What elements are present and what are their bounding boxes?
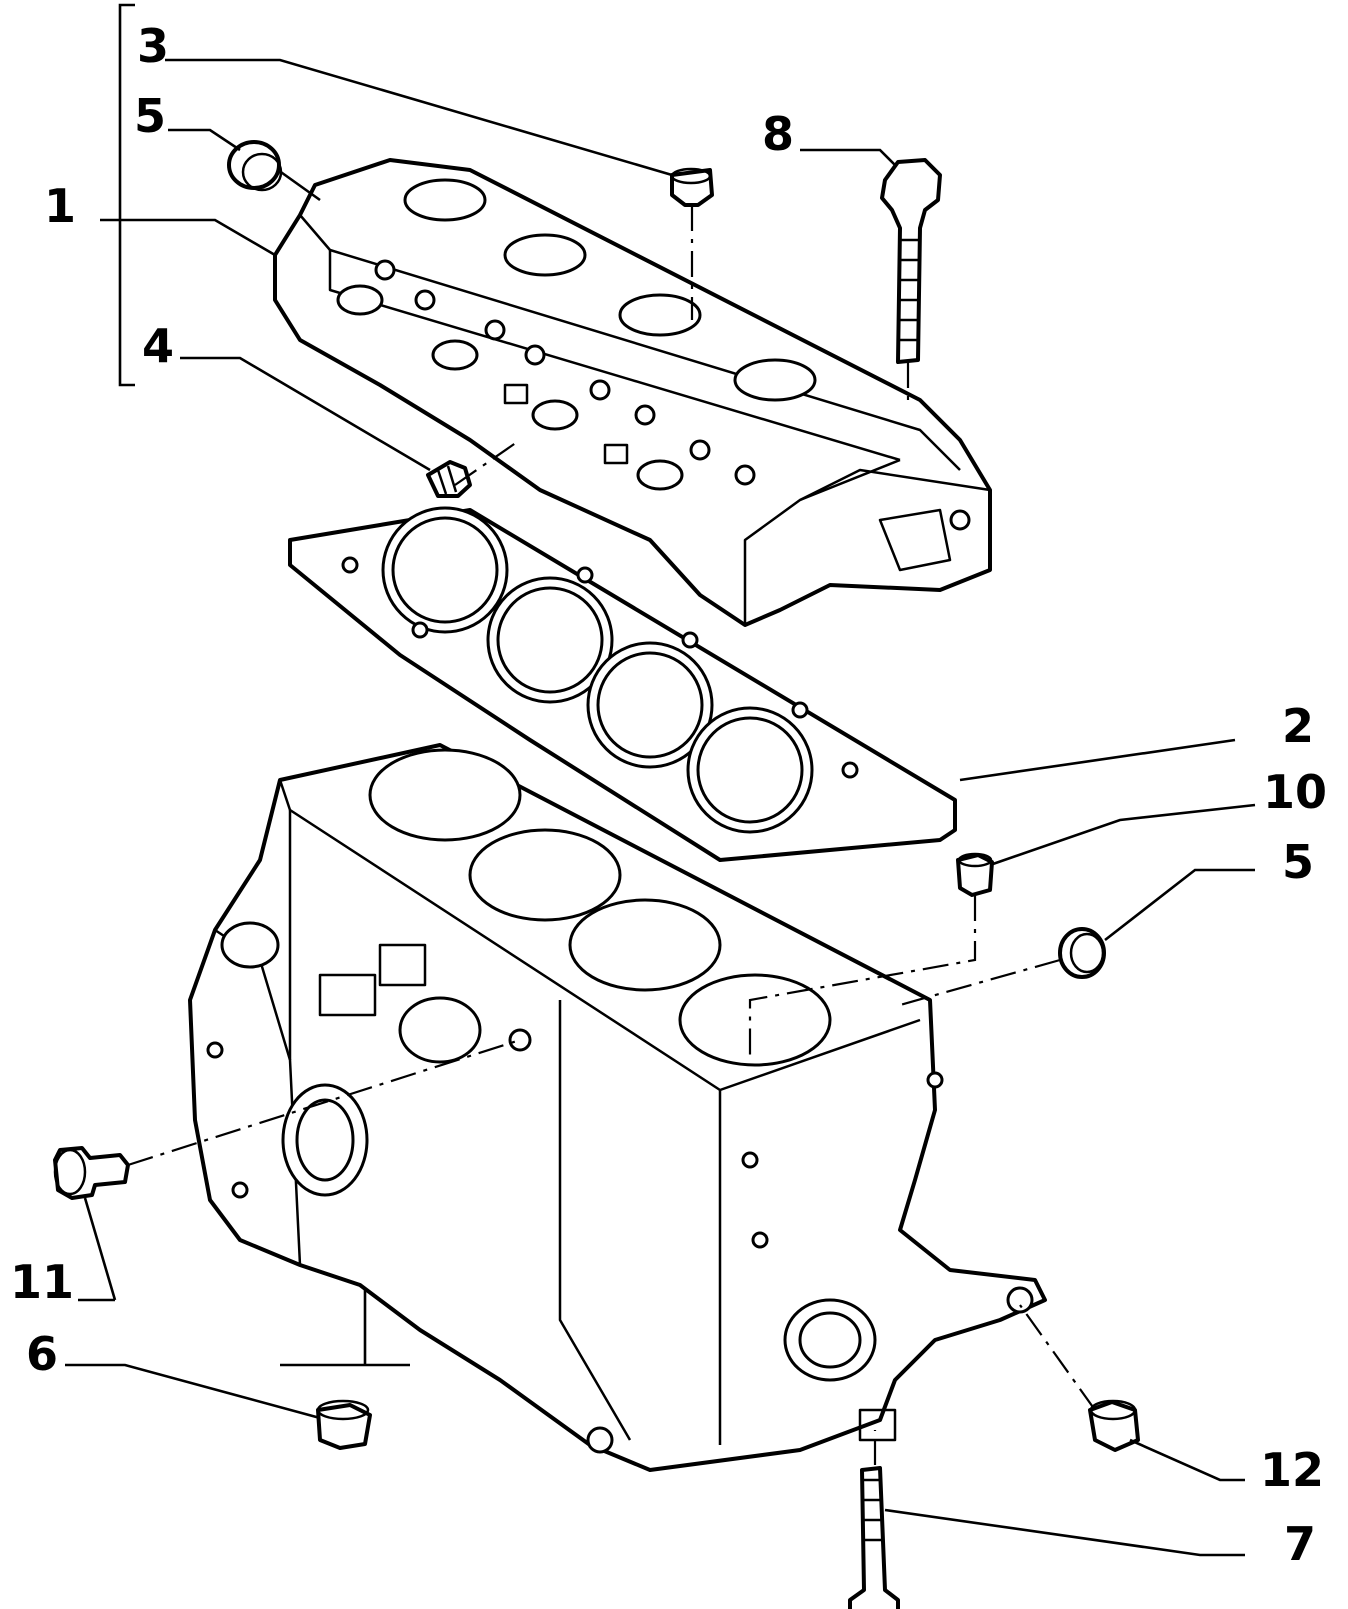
plug-5-right [1058, 927, 1106, 979]
cylinder-head [273, 158, 992, 627]
head-gasket [288, 506, 957, 862]
bolt-7 [848, 1466, 900, 1609]
plug-5-top [227, 140, 283, 192]
bolt-8 [880, 158, 942, 364]
plug-4 [426, 460, 472, 498]
plug-6 [316, 1399, 372, 1450]
callout-11: 11 [10, 1255, 74, 1309]
callout-3: 3 [137, 19, 169, 73]
plug-11 [53, 1146, 130, 1200]
callout-1: 1 [44, 179, 76, 233]
callout-5-top: 5 [134, 89, 166, 143]
callout-7: 7 [1284, 1517, 1316, 1571]
callout-8: 8 [762, 107, 794, 161]
dowel-10 [956, 852, 994, 897]
callout-labels: 3 5 1 4 8 2 10 5 11 6 12 7 [10, 19, 1327, 1571]
callout-6: 6 [26, 1327, 58, 1381]
callout-10: 10 [1263, 765, 1327, 819]
leader-lines [65, 3, 1256, 1557]
callout-12: 12 [1260, 1443, 1324, 1497]
plug-3 [670, 167, 714, 207]
callout-2: 2 [1282, 699, 1314, 753]
dowel-12 [1088, 1399, 1140, 1452]
callout-5-right: 5 [1282, 835, 1314, 889]
callout-4: 4 [142, 319, 174, 373]
engine-block [188, 743, 1047, 1472]
